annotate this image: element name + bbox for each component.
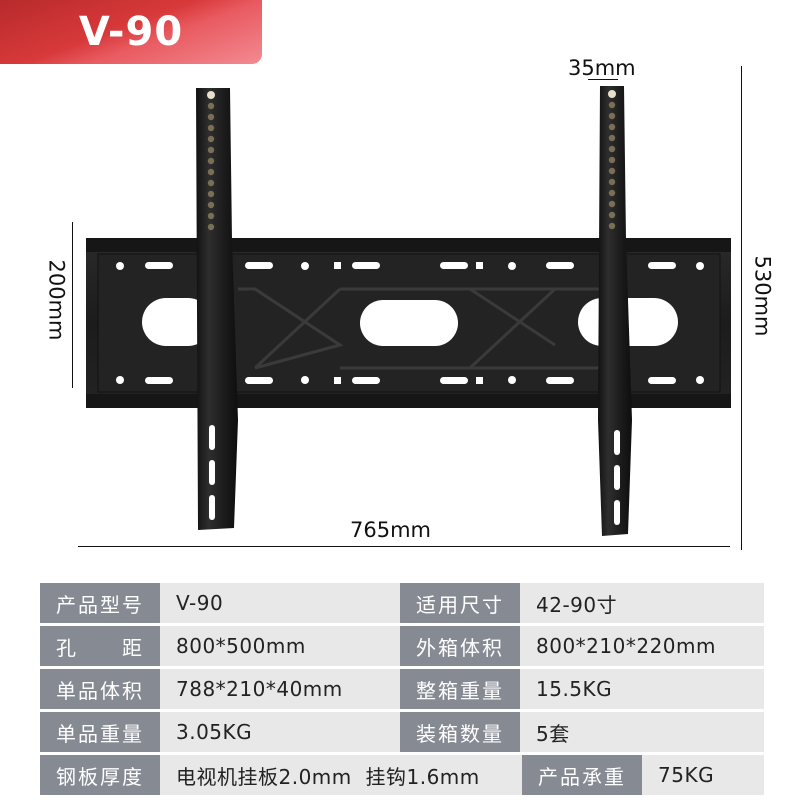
spec-label-carton-size: 外箱体积 [400,626,520,666]
model-title: V-90 [78,9,184,55]
spec-value-carton-size: 800*210*220mm [520,626,764,666]
dimension-label-left: 200mm [44,259,69,341]
table-row: 产品型号 V-90 适用尺寸 42-90寸 [40,583,764,623]
dimension-label-right: 530mm [750,255,775,337]
spec-value-load-capacity: 75KG [642,755,764,795]
spec-label-model: 产品型号 [40,583,160,623]
spec-label-screen-size: 适用尺寸 [400,583,520,623]
spec-label-hole-spacing-a: 孔 [56,635,78,660]
dimension-line-top [588,79,618,80]
spec-value-carton-weight: 15.5KG [520,669,764,709]
model-badge: V-90 [0,0,262,64]
spec-value-model: V-90 [160,583,400,623]
spec-value-pack-quantity: 5套 [520,712,764,752]
spec-value-unit-size: 788*210*40mm [160,669,400,709]
dimension-label-bottom: 765mm [350,518,431,542]
dimension-line-left [72,222,73,388]
dimension-line-bottom [78,546,730,547]
spec-value-screen-size: 42-90寸 [520,583,764,623]
spec-label-carton-weight: 整箱重量 [400,669,520,709]
spec-value-steel-thickness: 电视机挂板2.0mm 挂钩1.6mm [160,755,522,795]
spec-label-steel-thickness: 钢板厚度 [40,755,160,795]
spec-value-unit-weight: 3.05KG [160,712,400,752]
tv-wall-mount-bracket-image [86,86,731,536]
table-row: 单品重量 3.05KG 装箱数量 5套 [40,712,764,752]
spec-label-pack-quantity: 装箱数量 [400,712,520,752]
spec-label-hole-spacing-b: 距 [122,635,144,660]
spec-label-unit-weight: 单品重量 [40,712,160,752]
spec-label-unit-size: 单品体积 [40,669,160,709]
spec-label-hole-spacing: 孔 距 [40,626,160,666]
dimension-label-top: 35mm [568,56,636,80]
table-row: 钢板厚度 电视机挂板2.0mm 挂钩1.6mm 产品承重 75KG [40,755,764,795]
specs-table: 产品型号 V-90 适用尺寸 42-90寸 孔 距 800*500mm 外箱体积… [40,583,764,798]
product-illustration [86,86,731,536]
table-row: 单品体积 788*210*40mm 整箱重量 15.5KG [40,669,764,709]
dimension-line-right [741,66,742,550]
spec-label-load-capacity: 产品承重 [522,755,642,795]
spec-value-hole-spacing: 800*500mm [160,626,400,666]
table-row: 孔 距 800*500mm 外箱体积 800*210*220mm [40,626,764,666]
